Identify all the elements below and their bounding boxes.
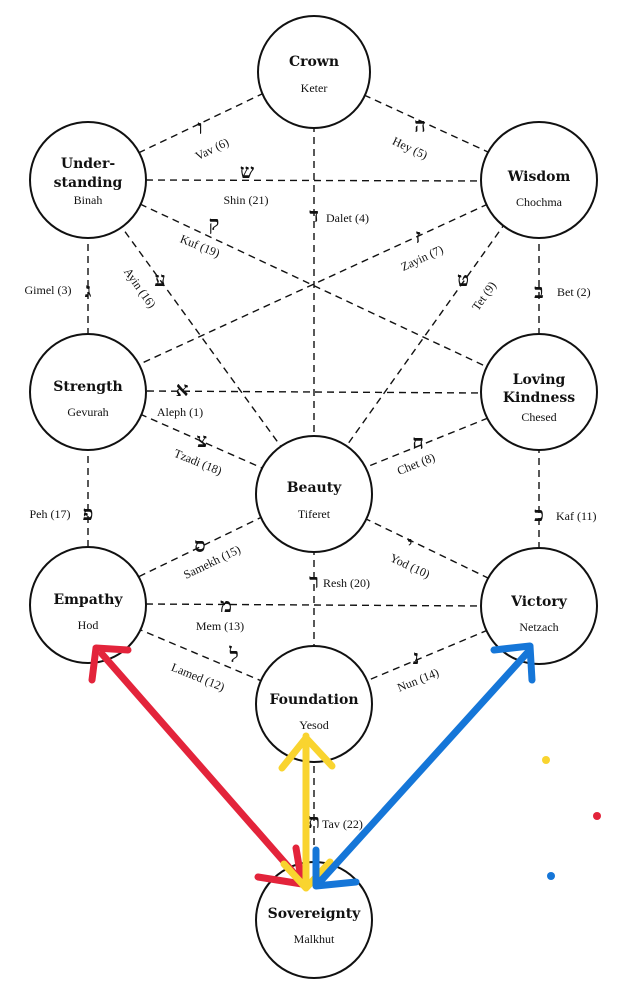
- letter-tet: ט: [457, 267, 469, 291]
- path-shin: [145, 179, 483, 182]
- letter-tav: ת: [308, 809, 320, 833]
- sefira-title-line2: standing: [54, 175, 123, 191]
- label-kuf: Kuf (19): [178, 232, 222, 261]
- label-tav: Tav (22): [322, 817, 363, 831]
- letter-dalet: ד: [309, 203, 319, 227]
- label-samekh: Samekh (15): [181, 542, 243, 582]
- letter-kaf: כ: [534, 502, 544, 526]
- letter-lamed: ל: [228, 643, 238, 667]
- label-lamed: Lamed (12): [169, 660, 226, 694]
- path-ayin: [117, 221, 283, 449]
- sefira-title-line1: Loving: [513, 372, 566, 388]
- sefira-chochma: Wisdom Chochma: [480, 121, 598, 239]
- letter-yod: י: [407, 531, 412, 555]
- path-kuf: [139, 203, 486, 367]
- sefirot-layer: Crown Keter Under- standing Binah Wisdom…: [29, 15, 598, 979]
- letter-bet: ב: [534, 279, 544, 303]
- sefira-chesed: Loving Kindness Chesed: [480, 333, 598, 451]
- sefira-subtitle: Chochma: [516, 195, 563, 209]
- label-aleph: Aleph (1): [157, 405, 203, 419]
- blue-double-arrow: [312, 642, 536, 890]
- path-tzadi: [139, 413, 263, 469]
- letter-hey: ה: [414, 113, 426, 137]
- sefira-yesod: Foundation Yesod: [255, 645, 373, 763]
- path-tet: [344, 221, 507, 449]
- sefira-subtitle: Keter: [301, 81, 328, 95]
- sefira-subtitle: Hod: [78, 618, 99, 632]
- letter-tzadi: צ: [197, 428, 207, 452]
- letter-mem: מ: [220, 593, 232, 617]
- label-chet: Chet (8): [395, 450, 437, 478]
- arrows-layer: [88, 642, 601, 892]
- paths-layer: [87, 92, 540, 862]
- letter-gimel: ג: [85, 278, 92, 302]
- letter-nun: נ: [413, 645, 420, 669]
- path-chet: [363, 417, 489, 469]
- label-bet: Bet (2): [557, 285, 591, 299]
- letter-vav: ו: [197, 115, 202, 139]
- label-yod: Yod (10): [388, 551, 432, 582]
- yellow-double-arrow: [278, 732, 336, 892]
- label-gimel: Gimel (3): [25, 283, 72, 297]
- sefira-netzach: Victory Netzach: [480, 547, 598, 665]
- sefira-gevurah: Strength Gevurah: [29, 333, 147, 451]
- path-yod: [363, 517, 489, 579]
- yellow-dot: [542, 756, 550, 764]
- path-aleph: [146, 390, 483, 394]
- path-vav: [133, 92, 265, 156]
- label-hey: Hey (5): [390, 134, 429, 162]
- sefira-subtitle: Netzach: [519, 620, 558, 634]
- label-dalet: Dalet (4): [326, 211, 369, 225]
- letter-aleph: א: [176, 377, 189, 401]
- sefira-title: Crown: [289, 54, 339, 70]
- red-dot: [593, 812, 601, 820]
- letter-ayin: ע: [154, 267, 165, 291]
- sefira-binah: Under- standing Binah: [29, 121, 147, 239]
- sefira-hod: Empathy Hod: [29, 546, 147, 664]
- label-zayin: Zayin (7): [399, 242, 446, 274]
- sefira-title: Wisdom: [507, 169, 571, 185]
- letter-peh: פ: [83, 501, 94, 525]
- sefira-subtitle: Yesod: [299, 718, 328, 732]
- path-hey: [363, 94, 489, 153]
- label-resh: Resh (20): [323, 576, 370, 590]
- letter-chet: ח: [412, 430, 424, 454]
- sefira-keter: Crown Keter: [257, 15, 371, 129]
- sefira-subtitle: Malkhut: [294, 932, 335, 946]
- sefira-title: Sovereignty: [268, 906, 362, 922]
- sefira-tiferet: Beauty Tiferet: [255, 435, 373, 553]
- sefira-title-line1: Under-: [61, 156, 115, 172]
- sefira-title-line2: Kindness: [503, 390, 575, 406]
- blue-dot: [547, 872, 555, 880]
- label-shin: Shin (21): [224, 193, 269, 207]
- letter-zayin: ז: [415, 224, 421, 248]
- sefira-title: Victory: [510, 594, 568, 610]
- sefira-title: Foundation: [269, 692, 358, 708]
- label-nun: Nun (14): [395, 665, 441, 694]
- path-nun: [363, 629, 489, 683]
- letter-samekh: ס: [194, 533, 205, 557]
- path-mem: [145, 603, 483, 607]
- sefira-title: Strength: [53, 379, 122, 395]
- sefira-subtitle: Binah: [74, 193, 103, 207]
- label-mem: Mem (13): [196, 619, 244, 633]
- sefira-subtitle: Gevurah: [67, 405, 108, 419]
- label-peh: Peh (17): [30, 507, 71, 521]
- letter-shin: ש: [240, 159, 254, 183]
- sefira-subtitle: Tiferet: [298, 507, 331, 521]
- sefira-subtitle: Chesed: [521, 410, 556, 424]
- label-vav: Vav (6): [193, 135, 231, 163]
- sefira-title: Beauty: [287, 480, 342, 496]
- label-kaf: Kaf (11): [556, 509, 597, 523]
- sefira-title: Empathy: [53, 592, 123, 608]
- letter-kuf: ק: [209, 211, 220, 235]
- label-ayin: Ayin (16): [121, 265, 159, 311]
- label-tet: Tet (9): [469, 279, 499, 313]
- letter-resh: ר: [309, 569, 319, 593]
- path-zayin: [139, 203, 489, 365]
